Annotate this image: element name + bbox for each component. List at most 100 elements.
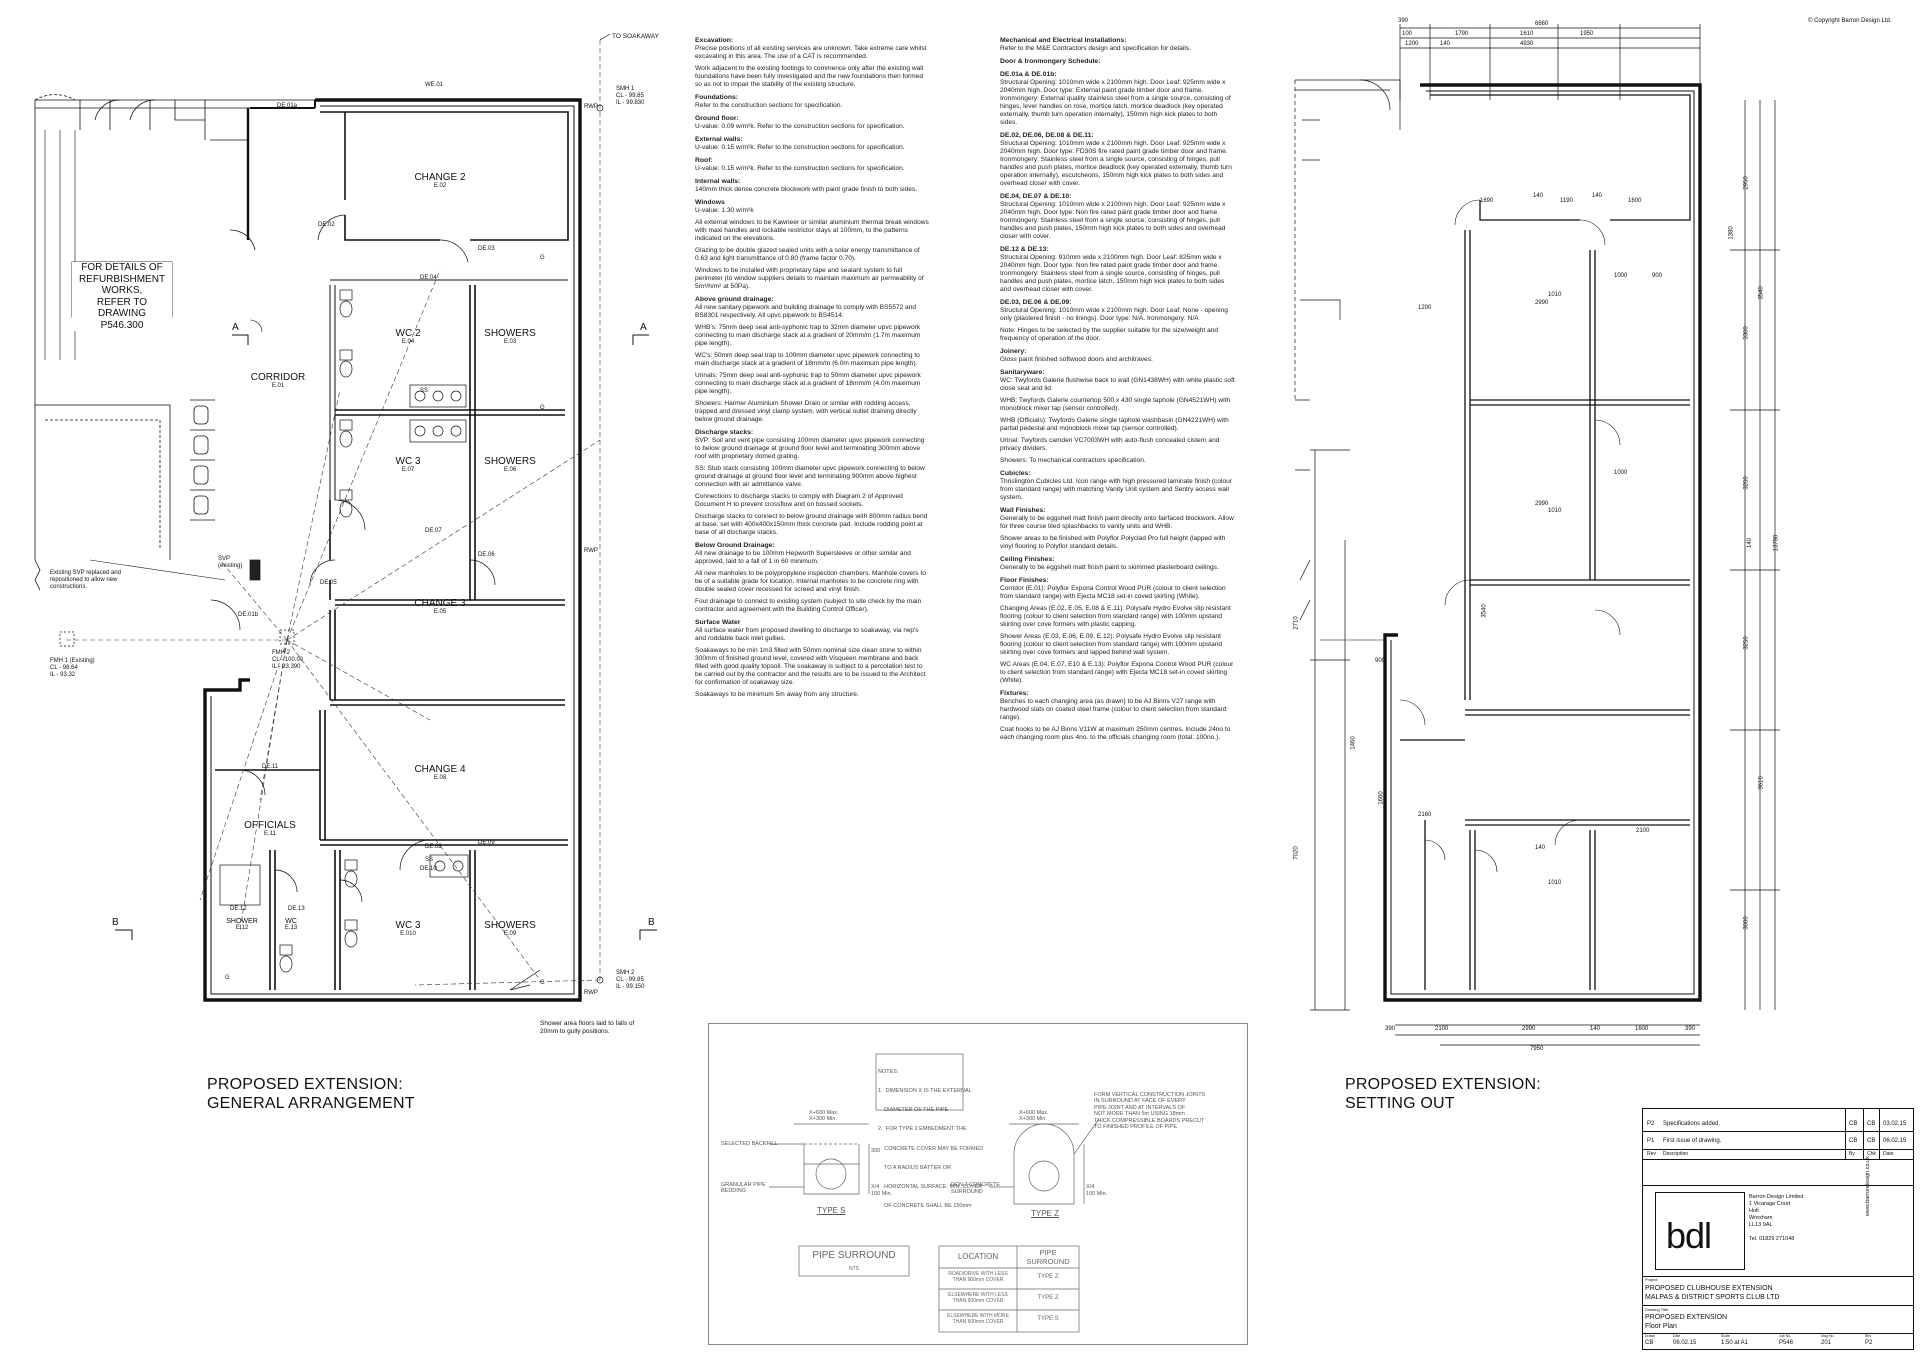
door-tag: DE.05 xyxy=(320,580,337,586)
dim-label: 140 xyxy=(1533,193,1544,199)
dim-label: 1610 xyxy=(1520,31,1534,37)
spec-heading: DE.02, DE.06, DE.08 & DE.11: xyxy=(1000,132,1094,139)
to-soakaway-label: TO SOAKAWAY xyxy=(612,33,659,40)
spec-block: Shower Areas (E.03, E.06, E.09, E.12): P… xyxy=(1000,633,1235,657)
door-tag: DE.12 xyxy=(230,906,247,912)
rev-head: Chk xyxy=(1867,1151,1876,1157)
spec-text: Refer to the construction sections for s… xyxy=(695,102,843,109)
spec-text: WC: Twyfords Galerie flushwise back to w… xyxy=(1000,377,1235,392)
dim-label: 2990 xyxy=(1522,1026,1536,1032)
dim-label: 140 xyxy=(1747,537,1754,549)
company-address: Barron Design Limited 1 Vicarage Court H… xyxy=(1749,1194,1803,1243)
rev-chk: CB xyxy=(1867,1138,1876,1144)
project-line-2: MALPAS & DISTRICT SPORTS CLUB LTD xyxy=(1645,1294,1780,1301)
fmh1-label: FMH 1 (Existing) CL - 98.64 IL - 93.32 xyxy=(50,658,95,679)
rev-divider xyxy=(1863,1109,1864,1159)
spec-block: Urinal: Twyfords camden VC7003WH with au… xyxy=(1000,437,1235,453)
dim-label: 1600 xyxy=(1628,198,1642,204)
dim-label: 1460 xyxy=(1350,736,1357,750)
setting-out-title: PROPOSED EXTENSION: SETTING OUT xyxy=(1345,1075,1541,1113)
spec-block: External walls:U-value: 0.15 w/m²k. Refe… xyxy=(695,136,930,152)
spec-text: U-value: 0.15 w/m²k. Refer to the constr… xyxy=(695,165,905,172)
room-code: E.04 xyxy=(401,339,415,345)
project-line-1: PROPOSED CLUBHOUSE EXTENSION xyxy=(1645,1285,1773,1292)
spec-text: Generally to be eggshell matt finish pai… xyxy=(1000,564,1219,571)
dim-label: 390 xyxy=(1398,18,1409,24)
spec-text: Thrislington Cubicles Ltd. Icon range wi… xyxy=(1000,478,1232,501)
dim-label: 1690 xyxy=(1480,198,1494,204)
dim-line: X+600 Max. xyxy=(809,1110,839,1116)
smh1-line: IL - 99.830 xyxy=(616,100,645,106)
spec-block: DE.04, DE.07 & DE.10:Structural Opening:… xyxy=(1000,193,1235,241)
room-code: E.09 xyxy=(503,931,517,937)
spec-heading: DE.12 & DE.13: xyxy=(1000,246,1049,253)
spec-heading: Roof: xyxy=(695,157,713,164)
rev-by: CB xyxy=(1849,1138,1858,1144)
label-line: GRANULAR PIPE xyxy=(721,1182,766,1188)
spec-text: Urinal: Twyfords camden VC7003WH with au… xyxy=(1000,437,1220,452)
spec-text: WC Areas (E.04, E.07, E10 & E.13): Polyf… xyxy=(1000,661,1234,684)
spec-text: Benches to each changing area (as drawn)… xyxy=(1000,698,1227,721)
dim-label: 900 xyxy=(1652,273,1663,279)
spec-block: DE.01a & DE.01b:Structural Opening: 1010… xyxy=(1000,71,1235,127)
spec-heading: Ground floor: xyxy=(695,115,739,122)
table-row-3-loc: ELSEWHERE WITH MORE THAN 600mm COVER xyxy=(947,1313,1009,1325)
revision-table: P2 Specifications added. CB CB 03.02.15 … xyxy=(1643,1109,1913,1160)
dim-x4-z: X/4 xyxy=(1086,1184,1095,1190)
spec-block: WHB: Twyfords Galerie countertop 500 x 4… xyxy=(1000,397,1235,413)
spec-text: 140mm thick dense concrete blockwork wit… xyxy=(695,186,918,193)
shower-note-line: Shower area floors laid to falls of xyxy=(540,1020,635,1027)
room-showers-1: SHOWERS E.03 xyxy=(480,328,540,345)
spec-block: WHB's: 75mm deep seal anti-syphonic trap… xyxy=(695,324,930,348)
section-a-left: A xyxy=(232,322,239,333)
fmh2-label: FMH 2 CL - 100.00 IL - 93.390 xyxy=(272,650,303,671)
dim-label: 900 xyxy=(1375,658,1386,664)
dim-label: 140 xyxy=(1440,41,1451,47)
room-code: E.12 xyxy=(235,925,249,931)
dim-label: 6660 xyxy=(1535,21,1549,27)
rev-desc: Specifications added. xyxy=(1663,1121,1721,1127)
room-name: SHOWERS xyxy=(484,328,536,339)
spec-block: Roof:U-value: 0.15 w/m²k. Refer to the c… xyxy=(695,157,930,173)
spec-text: U-value: 0.15 w/m²k. Refer to the constr… xyxy=(695,144,905,151)
smh2-line: SMH 2 xyxy=(616,970,635,976)
spec-text: Shower areas to be finished with Polyflo… xyxy=(1000,535,1226,550)
door-tag: DE.06 xyxy=(478,552,495,558)
svp-line: SVP xyxy=(218,556,231,562)
meta-date: 06.02.15 xyxy=(1673,1340,1697,1346)
room-shower: SHOWER E.12 xyxy=(222,918,262,931)
room-code: E.03 xyxy=(503,339,517,345)
room-name: SHOWER xyxy=(226,918,258,925)
room-name: WC 3 xyxy=(395,920,421,931)
refurb-line-2: REFURBISHMENT WORKS, xyxy=(78,273,166,297)
room-name: CORRIDOR xyxy=(250,372,306,383)
form-note-line: TO FINISHED PROFILE OF PIPE. xyxy=(1094,1124,1179,1131)
table-row-3-type: TYPE S xyxy=(1037,1316,1059,1322)
spec-text: Structural Opening: 1010mm wide x 2100mm… xyxy=(1000,79,1231,126)
svp-label: SVP (existing) xyxy=(218,556,242,570)
specification-column-1: Excavation:Precise positions of all exis… xyxy=(695,32,930,703)
shower-note-line: 20mm to gully positions. xyxy=(540,1028,610,1035)
spec-text: Connections to discharge stacks to compl… xyxy=(695,493,903,508)
copyright: © Copyright Barron Design Ltd. xyxy=(1808,18,1892,24)
room-name: WC 2 xyxy=(395,328,421,339)
pipe-surround-detail: NOTES: 1. DIMENSION X IS THE EXTERNAL DI… xyxy=(708,1023,1248,1345)
gully-label: G xyxy=(540,255,545,261)
spec-block: WC's: 50mm deep seal trap to 100mm diame… xyxy=(695,352,930,368)
ss-label: SS xyxy=(425,857,434,863)
svp-line: (existing) xyxy=(218,563,243,569)
inner-dims: 1690 xyxy=(1480,198,1493,204)
spec-text: All surface water from proposed dwelling… xyxy=(695,627,919,642)
spec-heading: Wall Finishes: xyxy=(1000,507,1046,514)
room-name: SHOWERS xyxy=(484,456,536,467)
title-block: P2 Specifications added. CB CB 03.02.15 … xyxy=(1642,1108,1914,1350)
spec-text: Work adjacent to the existing footings t… xyxy=(695,65,924,88)
form-note-line: IN SURROUND AT FACE OF EVERY xyxy=(1094,1098,1186,1105)
spec-text: Generally to be eggshell matt finish pai… xyxy=(1000,515,1234,530)
company-website[interactable]: www.barrondesign.co.uk xyxy=(1865,1156,1871,1216)
meta-row: Drawn CB Date 06.02.15 Scale 1:50 at A1 … xyxy=(1643,1333,1913,1349)
spec-heading: DE.01a & DE.01b: xyxy=(1000,71,1057,78)
door-tag: DE.13 xyxy=(288,906,305,912)
door-tag: DE.01a xyxy=(277,103,298,109)
